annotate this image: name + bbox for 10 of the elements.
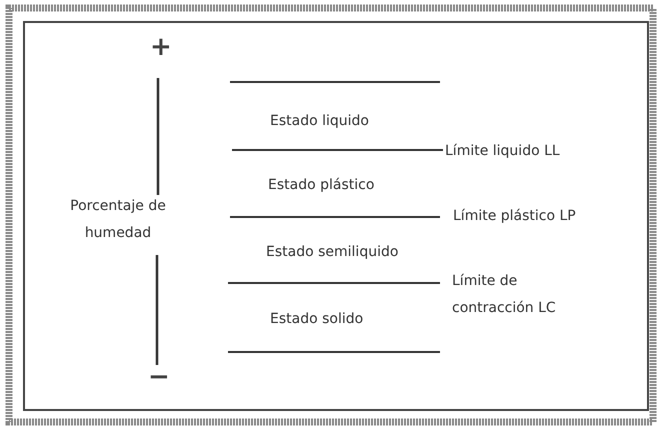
minus-sign: − [148,364,170,390]
state-label: Estado plástico [268,176,374,195]
state-label: Estado solido [270,310,364,329]
axis-label: Porcentaje de humedad [69,197,167,243]
limit-label: Límite liquido LL [445,142,560,161]
state-label: Estado liquido [270,112,369,131]
state-label: Estado semiliquido [266,243,398,262]
limit-label: Límite de contracción LC [452,272,557,318]
plus-sign: + [150,34,172,60]
limit-label: Límite plástico LP [453,207,576,226]
